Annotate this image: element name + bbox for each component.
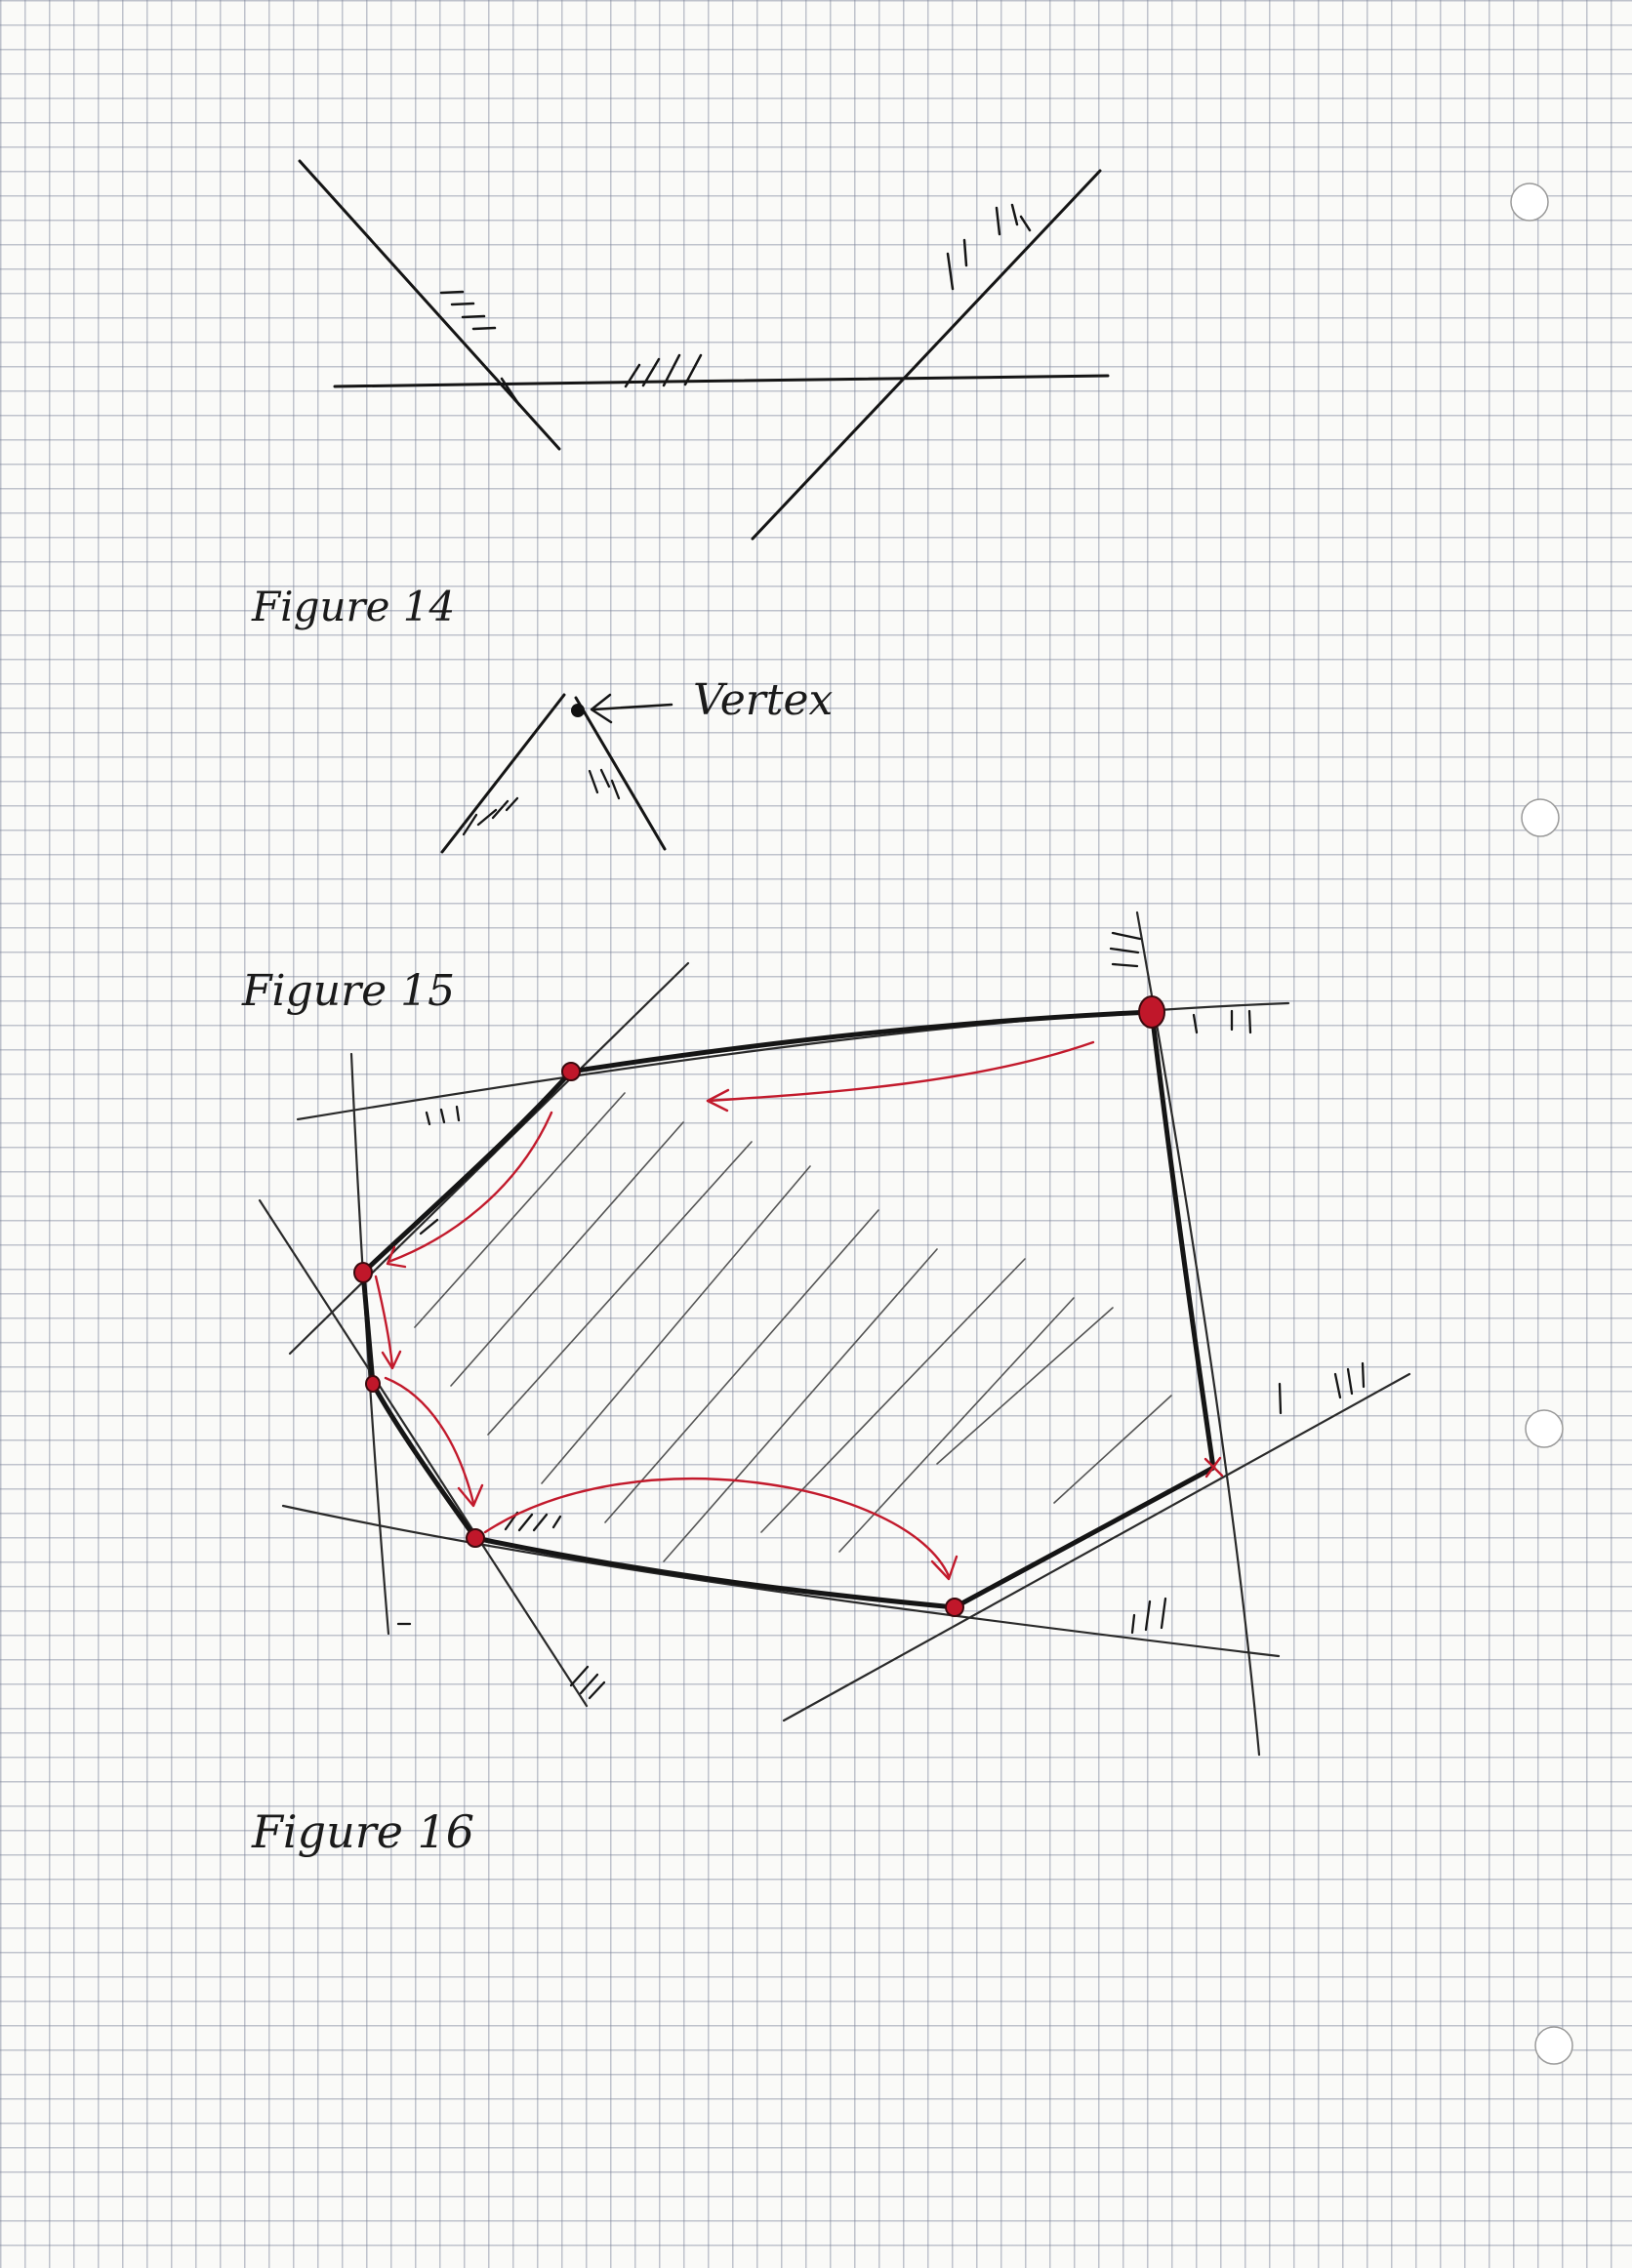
vertex-left-upper — [353, 1262, 373, 1283]
binder-holes — [1510, 182, 1573, 2065]
vertex-bottom-left — [466, 1528, 485, 1548]
circle-hole-icon — [1510, 182, 1549, 222]
vertex-line-right — [574, 696, 667, 851]
vertex-line-left — [440, 693, 566, 854]
arrow-left-icon — [590, 693, 673, 724]
constraint-lower-right — [782, 1372, 1411, 1722]
arrow-left — [374, 1275, 394, 1368]
circle-hole-icon — [1525, 1409, 1564, 1448]
vertex-left-lower — [365, 1375, 381, 1393]
arrow-lower-left — [384, 1376, 475, 1505]
constraint-top — [296, 1001, 1290, 1121]
figure-15-drawing: Vertex Figure 15 — [241, 675, 834, 1016]
constraint-line-right — [751, 169, 1102, 541]
arrow-upper-left — [387, 1111, 553, 1264]
figure-16-caption: Figure 16 — [251, 1805, 474, 1858]
vertex-point — [571, 704, 585, 717]
hatch-marks-right — [946, 203, 1032, 291]
vertex-top-right — [1138, 995, 1165, 1029]
arrow-bottom — [483, 1478, 951, 1578]
constraint-right — [1135, 911, 1261, 1757]
figure-16-drawing: Figure 16 — [251, 911, 1411, 1858]
constraint-line-horizontal — [333, 374, 1110, 388]
constraint-line-left — [298, 159, 561, 451]
figure-14-caption: Figure 14 — [251, 583, 455, 630]
figure-14-drawing: Figure 14 — [251, 159, 1110, 630]
figure-15-caption: Figure 15 — [241, 966, 455, 1016]
polygon-vertices — [353, 995, 1224, 1617]
feasible-polygon — [360, 1009, 1216, 1610]
feasible-region-hatching — [414, 1092, 1172, 1562]
circle-hole-icon — [1534, 2026, 1573, 2065]
hatch-marks-horizontal — [624, 353, 703, 388]
vertex-label: Vertex — [693, 675, 834, 725]
simplex-path-arrows — [374, 1040, 1095, 1581]
hatch-marks-left — [439, 290, 521, 407]
vertex-bottom-right — [945, 1598, 964, 1617]
constraint-lines — [258, 911, 1411, 1757]
constraint-bottom — [281, 1504, 1281, 1658]
arrow-top — [706, 1040, 1095, 1103]
vertex-top-left — [561, 1062, 581, 1081]
circle-hole-icon — [1521, 798, 1560, 837]
figure-16-hatch-marks — [396, 931, 1366, 1700]
vertex-right-lower — [1204, 1456, 1224, 1478]
constraint-lower-left — [258, 1198, 589, 1708]
